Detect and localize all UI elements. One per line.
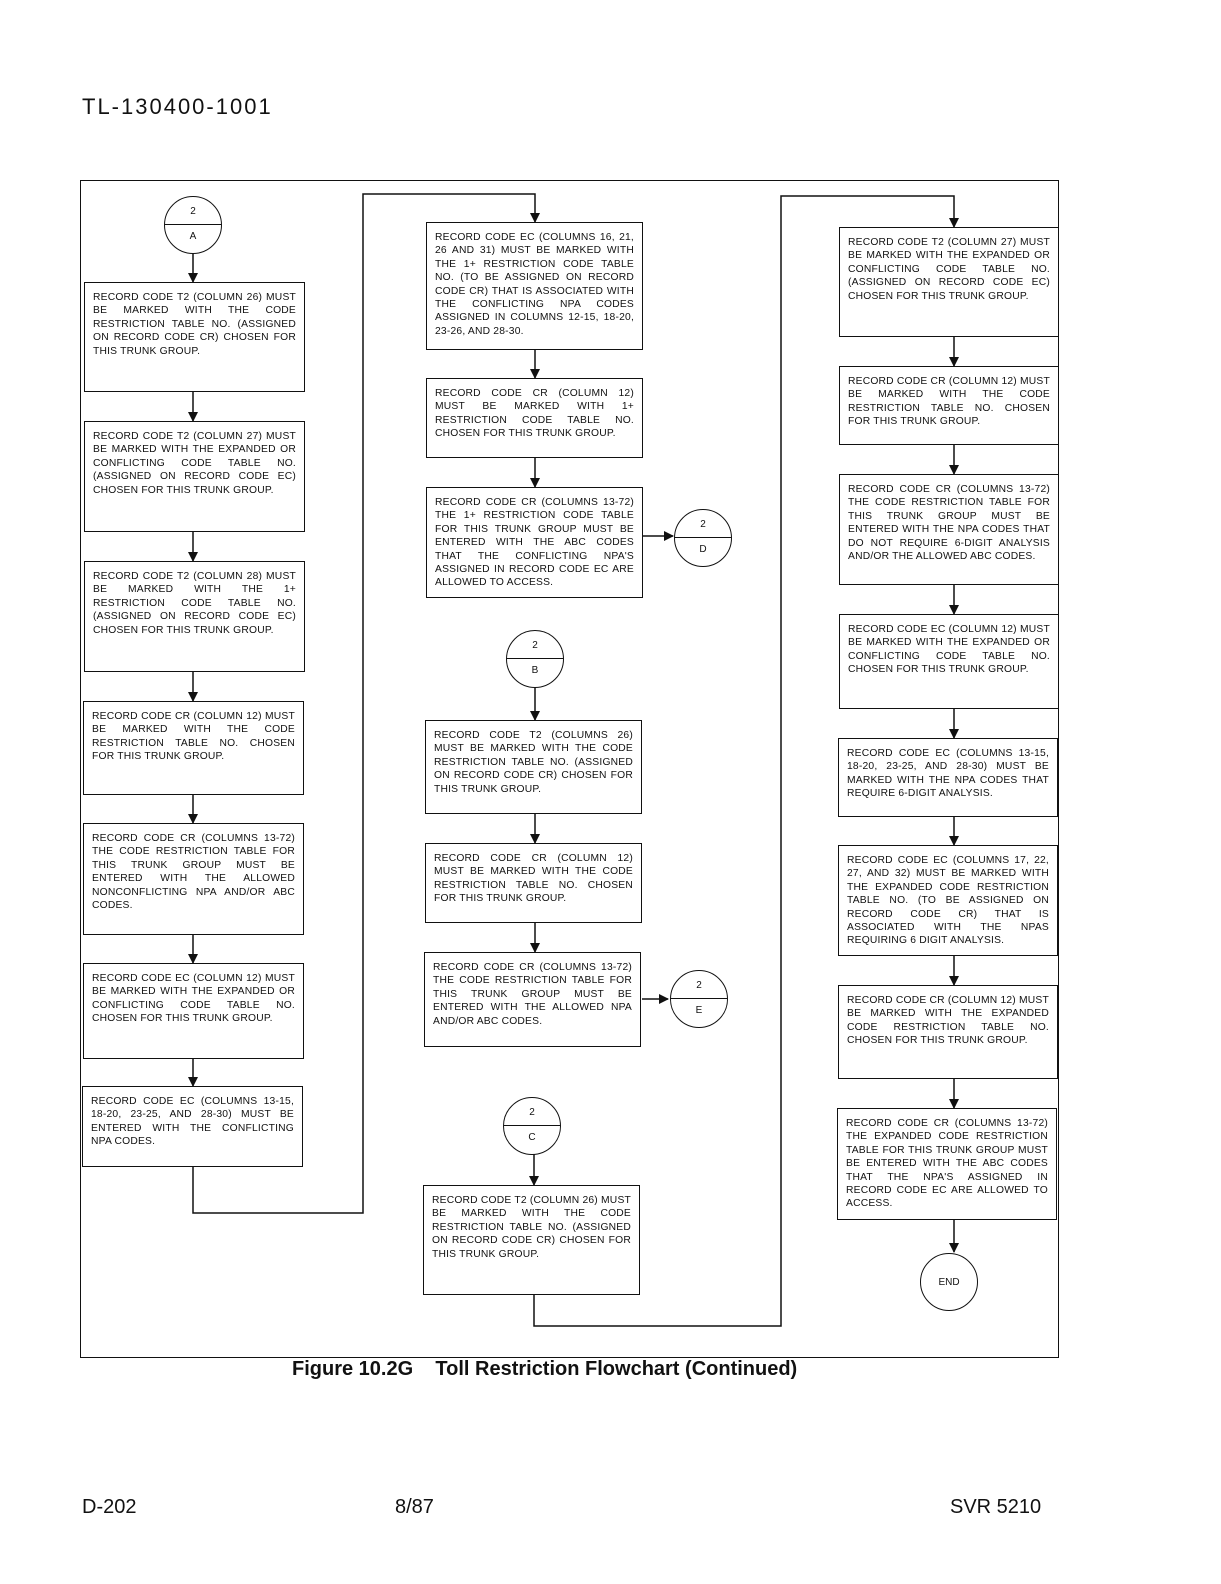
connector-letter: E	[695, 1005, 703, 1016]
process-box: RECORD CODE T2 (COLUMN 27) MUST BE MARKE…	[839, 227, 1059, 337]
process-box: RECORD CODE T2 (COLUMN 26) MUST BE MARKE…	[84, 282, 305, 392]
connector-number: 2	[696, 980, 702, 991]
process-box: RECORD CODE CR (COLUMN 12) MUST BE MARKE…	[425, 843, 642, 923]
process-box: RECORD CODE CR (COLUMNS 13-72) THE EXPAN…	[837, 1108, 1057, 1220]
connector-2b: 2 B	[506, 630, 564, 688]
footer-system: SVR 5210	[950, 1496, 1042, 1518]
document-id: TL-130400-1001	[82, 94, 273, 119]
process-box: RECORD CODE EC (COLUMNS 13-15, 18-20, 23…	[838, 738, 1058, 817]
connector-number: 2	[529, 1107, 535, 1118]
process-box: RECORD CODE T2 (COLUMN 26) MUST BE MARKE…	[423, 1185, 640, 1295]
process-box: RECORD CODE EC (COLUMN 12) MUST BE MARKE…	[83, 963, 304, 1059]
process-box: RECORD CODE CR (COLUMN 12) MUST BE MARKE…	[83, 701, 304, 795]
figure-caption: Figure 10.2G Toll Restriction Flowchart …	[292, 1358, 798, 1380]
connector-letter: D	[699, 544, 707, 555]
process-box: RECORD CODE CR (COLUMN 12) MUST BE MARKE…	[838, 985, 1058, 1079]
connector-letter: A	[189, 231, 197, 242]
end-terminator: END	[920, 1253, 978, 1311]
connector-number: 2	[190, 206, 196, 217]
connector-2c: 2 C	[503, 1097, 561, 1155]
process-box: RECORD CODE CR (COLUMNS 13-72) THE CODE …	[424, 952, 641, 1047]
process-box: RECORD CODE T2 (COLUMN 28) MUST BE MARKE…	[84, 561, 305, 672]
process-box: RECORD CODE CR (COLUMNS 13-72) THE CODE …	[839, 474, 1059, 585]
flowchart-frame	[80, 180, 1059, 1358]
process-box: RECORD CODE EC (COLUMNS 13-15, 18-20, 23…	[82, 1086, 303, 1167]
process-box: RECORD CODE EC (COLUMN 12) MUST BE MARKE…	[839, 614, 1059, 709]
process-box: RECORD CODE CR (COLUMN 12) MUST BE MARKE…	[839, 366, 1059, 445]
footer-page-number: D-202	[82, 1496, 137, 1518]
connector-2a: 2 A	[164, 196, 222, 254]
process-box: RECORD CODE EC (COLUMNS 17, 22, 27, and …	[838, 845, 1058, 956]
footer-date: 8/87	[395, 1496, 434, 1518]
connector-number: 2	[700, 519, 706, 530]
process-box: RECORD CODE CR (COLUMNS 13-72) THE CODE …	[83, 823, 304, 935]
connector-letter: C	[528, 1132, 536, 1143]
process-box: RECORD CODE CR (COLUMN 12) MUST BE MARKE…	[426, 378, 643, 458]
process-box: RECORD CODE EC (COLUMNS 16, 21, 26 and 3…	[426, 222, 643, 350]
connector-2e: 2 E	[670, 970, 728, 1028]
connector-number: 2	[532, 640, 538, 651]
connector-letter: B	[531, 665, 539, 676]
connector-2d: 2 D	[674, 509, 732, 567]
process-box: RECORD CODE T2 (COLUMNS 26) MUST BE MARK…	[425, 720, 642, 814]
process-box: RECORD CODE CR (COLUMNS 13-72) THE 1+ RE…	[426, 487, 643, 598]
process-box: RECORD CODE T2 (COLUMN 27) MUST BE MARKE…	[84, 421, 305, 532]
